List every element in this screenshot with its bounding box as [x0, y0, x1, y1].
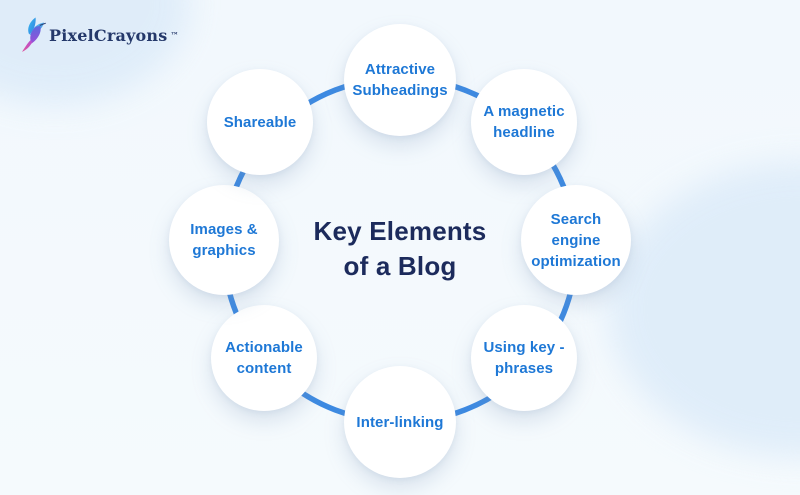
node-label: Search engine optimization [531, 210, 621, 270]
brand-logo: PixelCrayons ™ [20, 16, 178, 54]
node-label: A magnetic headline [483, 103, 565, 141]
diagram-node-search-engine-optimization: Search engine optimization [521, 185, 631, 295]
diagram-node-actionable-content: Actionable content [211, 305, 317, 411]
hummingbird-icon [20, 16, 46, 54]
diagram-node-magnetic-headline: A magnetic headline [471, 69, 577, 175]
diagram-node-images-graphics: Images & graphics [169, 185, 279, 295]
node-label: Using key - phrases [483, 339, 565, 377]
node-label: Inter-linking [356, 413, 444, 431]
brand-name: PixelCrayons [49, 25, 168, 45]
node-label: Actionable content [225, 339, 303, 377]
node-label: Shareable [223, 113, 297, 131]
node-label: Images & graphics [190, 221, 258, 259]
diagram-node-attractive-subheadings: Attractive Subheadings [344, 24, 456, 136]
diagram-node-inter-linking: Inter-linking [344, 366, 456, 478]
diagram-node-shareable: Shareable [207, 69, 313, 175]
diagram-node-using-key-phrases: Using key - phrases [471, 305, 577, 411]
brand-trademark: ™ [170, 30, 179, 40]
node-label: Attractive Subheadings [352, 61, 448, 99]
diagram-title: Key Elements of a Blog [313, 216, 487, 281]
